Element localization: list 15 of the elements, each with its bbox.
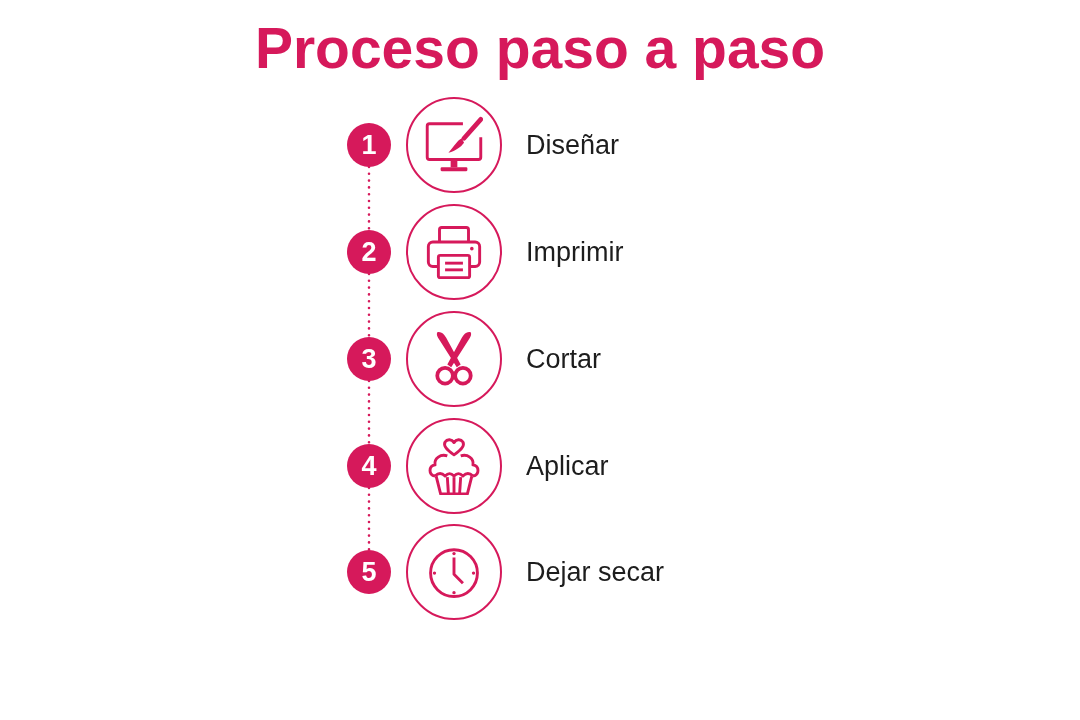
step-label: Cortar [526, 343, 601, 376]
title: Proceso paso a paso [254, 15, 826, 82]
step-label: Dejar secar [526, 556, 665, 589]
step-number: 3 [347, 337, 391, 381]
dotted-connector [367, 486, 371, 552]
step-number: 1 [347, 123, 391, 167]
step-label: Diseñar [526, 129, 620, 162]
step-number: 4 [347, 444, 391, 488]
dotted-connector [367, 272, 371, 339]
step-number: 5 [347, 550, 391, 594]
step-label: Aplicar [526, 450, 609, 483]
dotted-connector [367, 165, 371, 232]
step-label: Imprimir [526, 236, 624, 269]
dotted-connector [367, 379, 371, 446]
step-number: 2 [347, 230, 391, 274]
